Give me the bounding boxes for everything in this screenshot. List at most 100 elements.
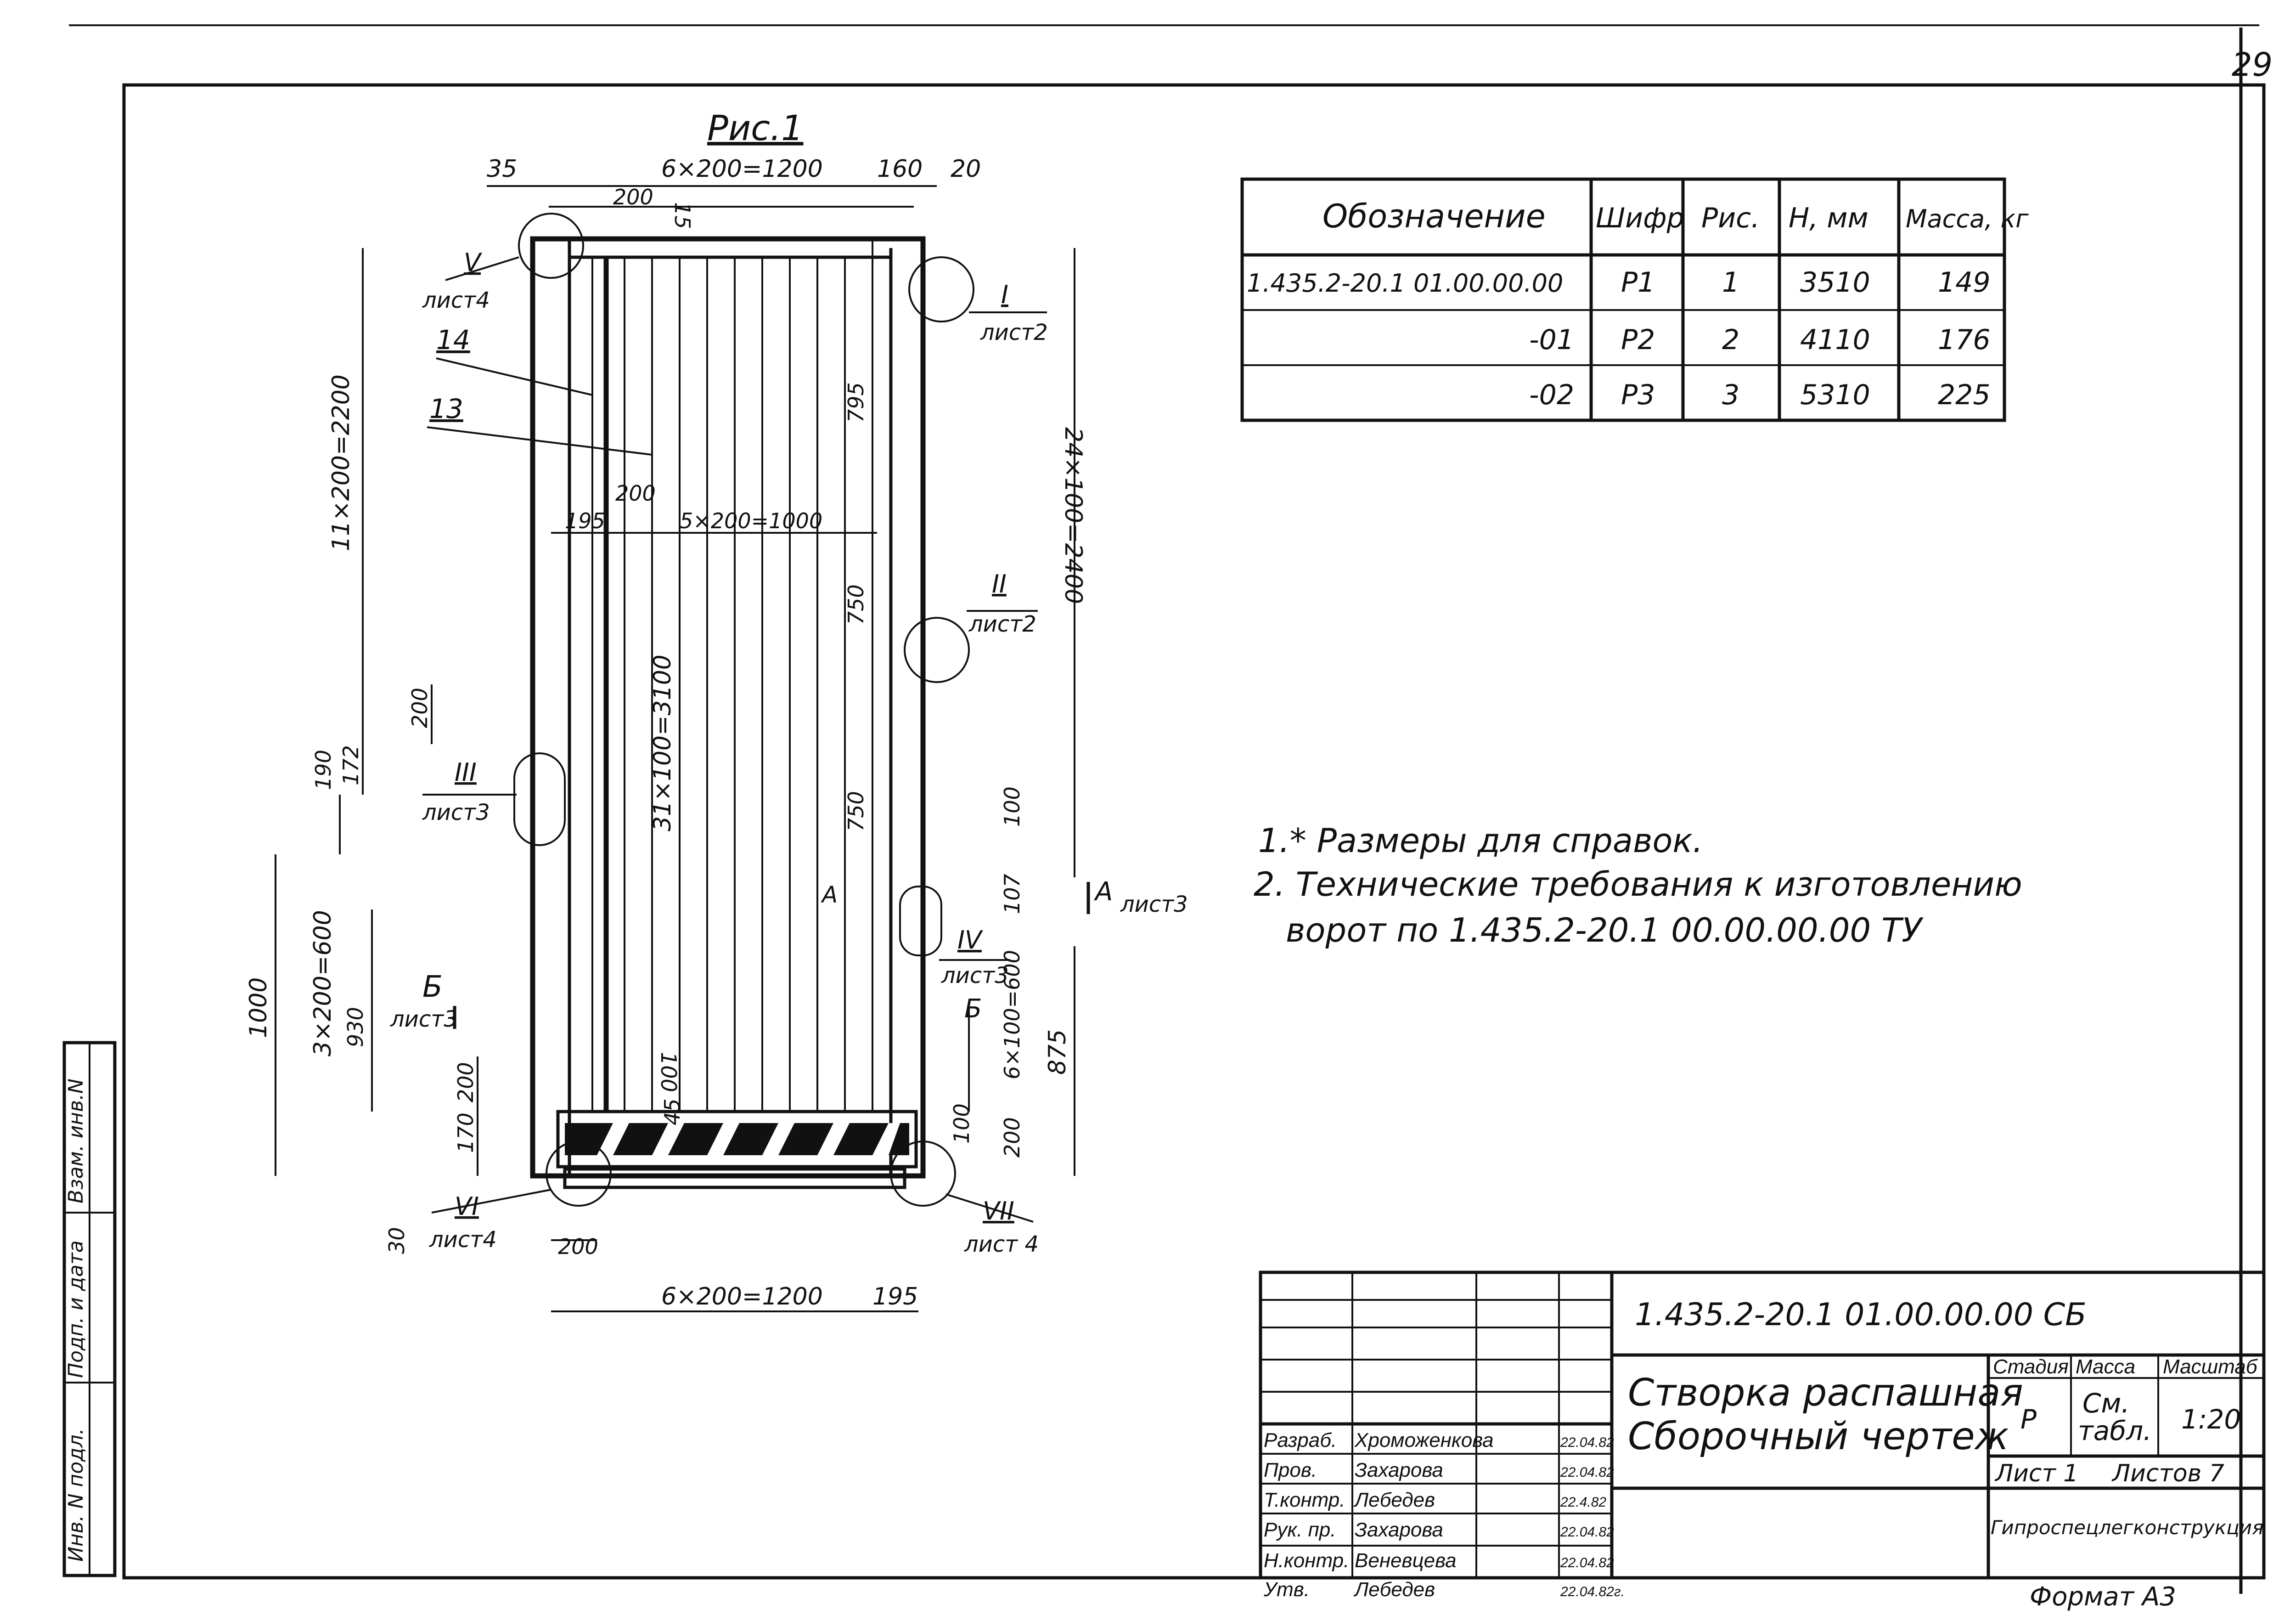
signer-date-6: 22.04.82г.: [1560, 1584, 1625, 1599]
spec-row1-fig: 1: [1722, 266, 1739, 299]
dim-top-small-200: 200: [613, 185, 653, 209]
dim-top-right-a: 160: [877, 155, 923, 183]
dim-right-875: 875: [1044, 1029, 1071, 1075]
signer-date-2: 22.04.82: [1560, 1465, 1614, 1480]
signer-date-4: 22.04.82: [1560, 1525, 1614, 1540]
callout-i-sheet: лист2: [980, 320, 1048, 345]
spec-row2-mass: 176: [1938, 324, 1991, 356]
note-2: 2. Технические требования к изготовлению: [1254, 865, 2022, 903]
scale-value: 1:20: [2181, 1404, 2241, 1435]
mass-value-2: табл.: [2078, 1415, 2152, 1446]
dim-right-100b: 100: [949, 1103, 974, 1144]
sheet-number: 29: [2232, 46, 2273, 84]
section-a-left-letter: А: [821, 881, 838, 908]
section-b-letter: Б: [422, 970, 443, 1004]
spec-header-fig: Рис.: [1701, 202, 1760, 234]
sheet-label: Лист 1: [1994, 1460, 2078, 1487]
signer-name-3: Лебедев: [1353, 1489, 1435, 1511]
dim-inner-vertical: 31×100=3100: [649, 655, 676, 831]
signer-role-3: Т.контр.: [1264, 1489, 1345, 1511]
dim-bottom-195: 195: [872, 1283, 918, 1310]
item-14-label: 14: [436, 324, 470, 356]
spec-row1-mass: 149: [1938, 266, 1991, 299]
signer-role-1: Разраб.: [1264, 1429, 1337, 1451]
callout-iii: III лист3: [422, 758, 517, 825]
callout-section-b: Б лист3 Б: [390, 970, 982, 1032]
spec-row3-height: 5310: [1800, 379, 1870, 411]
dim-inner-195: 195: [565, 508, 605, 533]
stamp-sign-label: Подп. и дата: [64, 1240, 88, 1378]
callout-iv-sheet: лист3: [941, 963, 1009, 988]
signer-name-2: Захарова: [1355, 1459, 1443, 1481]
callout-iv: IV лист3: [939, 926, 1010, 988]
format-label: Формат А3: [2030, 1582, 2176, 1612]
dim-right-6x100: 6×100=600: [1000, 950, 1024, 1079]
dimension-lines: [275, 185, 1075, 1312]
stamp-replace-label: Взам. инв.N: [64, 1079, 88, 1203]
dim-bottom-200: 200: [558, 1234, 598, 1259]
callout-v-roman: V: [464, 248, 483, 277]
dim-right-200: 200: [1000, 1117, 1024, 1158]
signer-name-5: Веневцева: [1355, 1549, 1457, 1572]
dim-left-172: 172: [338, 745, 363, 785]
section-b-right-letter: Б: [964, 994, 982, 1024]
callout-vii-sheet: лист 4: [964, 1231, 1039, 1257]
item-13-label: 13: [429, 393, 463, 424]
bottom-plinth: [556, 1110, 918, 1169]
dim-inner-45: 45: [660, 1098, 685, 1125]
callout-iii-roman: III: [455, 758, 477, 787]
notes: 1.* Размеры для справок. 2. Технические …: [1254, 821, 2022, 949]
dimension-texts: 35 6×200=1200 160 20 200 15 11×200=2200 …: [245, 155, 1087, 1310]
spec-header-mass: Масса, кг: [1906, 204, 2029, 233]
organization: Гипроспецлегконструкция: [1991, 1516, 2263, 1539]
section-a-sheet: лист3: [1120, 892, 1188, 917]
dim-right-100: 100: [1000, 786, 1024, 827]
detail-circles: [513, 213, 974, 1207]
spec-row2-height: 4110: [1800, 324, 1870, 356]
dim-right-upper: 24×100=2400: [1059, 427, 1087, 604]
note-2-cont: ворот по 1.435.2-20.1 00.00.00.00 ТУ: [1286, 911, 1924, 949]
dim-left-200b: 200: [453, 1062, 478, 1102]
dim-top-right-b: 20: [951, 155, 981, 183]
item-leaders: 14 13: [427, 324, 653, 456]
callout-ii: II лист2: [967, 570, 1038, 637]
dim-left-190: 190: [311, 750, 336, 790]
figure-title: Рис.1: [707, 107, 804, 148]
callout-vi: VI лист4: [429, 1189, 551, 1253]
signer-role-5: Н.контр.: [1264, 1549, 1349, 1572]
spec-header-height: Н, мм: [1789, 202, 1868, 234]
dim-inner-750-b: 750: [844, 791, 868, 831]
callout-section-a: А А лист3: [821, 877, 1188, 917]
section-a-letter: А: [1094, 877, 1113, 907]
dim-right-107: 107: [1000, 874, 1024, 914]
signer-role-2: Пров.: [1264, 1459, 1317, 1481]
mass-label: Масса: [2076, 1355, 2135, 1378]
spec-row1-code: Р1: [1621, 266, 1655, 299]
sheet-frame: 29: [69, 24, 2273, 1594]
signer-date-3: 22.4.82: [1560, 1495, 1606, 1510]
dim-inner-span: 5×200=1000: [680, 508, 822, 533]
dim-left-930: 930: [343, 1007, 368, 1047]
sheets-label: Листов 7: [2111, 1460, 2224, 1487]
signer-role-6: Утв.: [1263, 1578, 1310, 1601]
signer-name-1: Хроможенкова: [1354, 1429, 1494, 1451]
signer-date-5: 22.04.82: [1560, 1555, 1614, 1570]
dim-left-3x200: 3×200=600: [309, 910, 337, 1056]
stamp-inv-label: Инв. N подл.: [64, 1428, 88, 1562]
mass-value-1: См.: [2082, 1388, 2130, 1419]
drawing-name-line1: Створка распашная: [1628, 1371, 2023, 1415]
side-stamp: Инв. N подл. Подп. и дата Взам. инв.N: [62, 1041, 117, 1577]
spec-row3-code: Р3: [1621, 379, 1655, 411]
callout-ii-roman: II: [992, 570, 1007, 599]
vertical-boards: [591, 257, 873, 1112]
note-1: 1.* Размеры для справок.: [1258, 821, 1703, 860]
gate-leaf: [530, 236, 926, 1189]
title-block: 1.435.2-20.1 01.00.00.00 СБ Створка расп…: [1259, 1271, 2266, 1612]
callout-iv-roman: IV: [957, 926, 984, 954]
dim-bottom-span: 6×200=1200: [661, 1283, 823, 1310]
dim-inner-200: 200: [615, 481, 656, 506]
stage-value: Р: [2020, 1404, 2037, 1435]
callout-v-sheet: лист4: [422, 288, 490, 313]
drawing-code: 1.435.2-20.1 01.00.00.00 СБ: [1635, 1297, 2087, 1333]
